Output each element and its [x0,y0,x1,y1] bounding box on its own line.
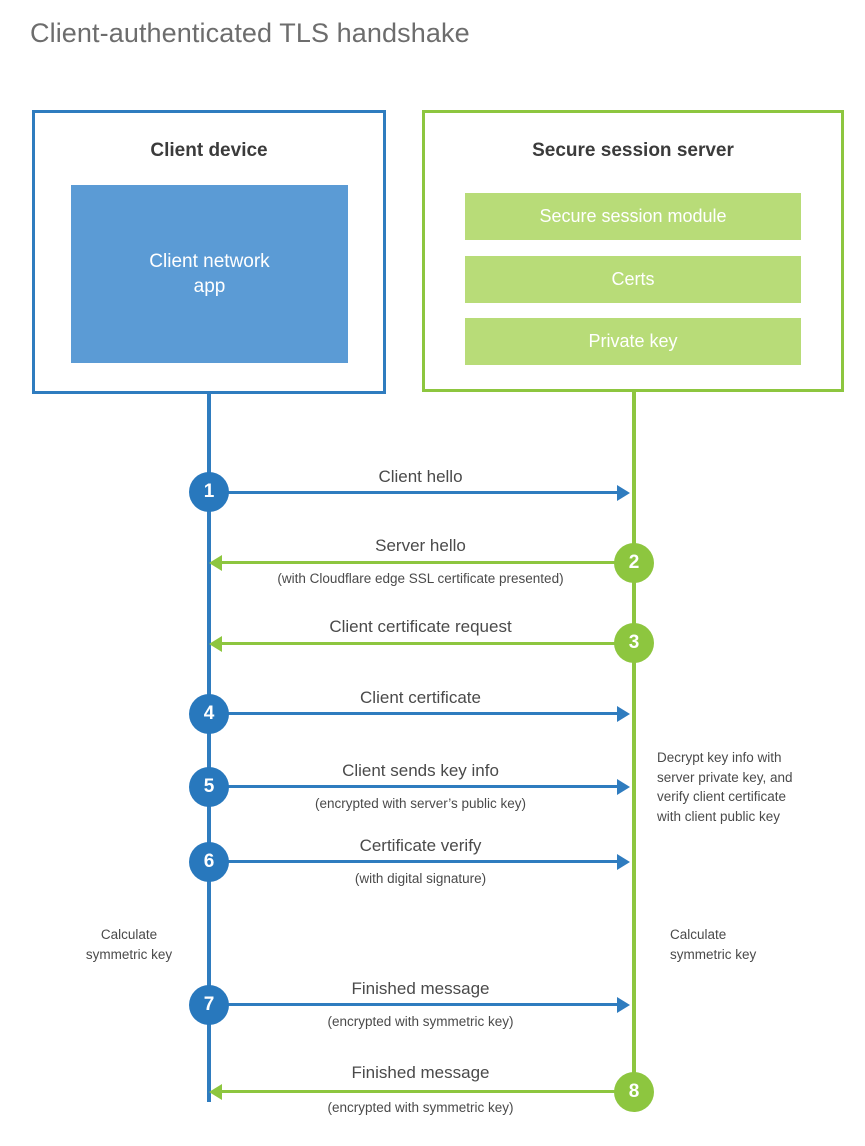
step-6-arrow-line [209,860,617,863]
step-4-arrow-line [209,712,617,715]
page-title: Client-authenticated TLS handshake [30,18,470,48]
step-3-label: Client certificate request [329,617,512,636]
server-component-certs: Certs [465,256,801,303]
step-2-number: 2 [628,552,640,573]
step-1-circle[interactable]: 1 [189,472,229,512]
step-1-number: 1 [203,481,215,502]
client-lifeline [207,392,211,1102]
server-lifeline [632,390,636,1090]
step-7-arrow-line [209,1003,617,1006]
step-6-sublabel: (with digital signature) [354,871,487,886]
step-1-arrow-head [617,484,630,501]
step-6-number: 6 [203,851,215,872]
step-4-label: Client certificate [360,688,481,707]
step-1-label: Client hello [378,467,463,486]
server-component-label: Private key [588,331,678,351]
step-3-arrow-line [222,642,634,645]
step-2-sublabel: (with Cloudflare edge SSL certificate pr… [277,571,564,586]
client-network-app-label: Client network app [149,250,270,297]
step-2-arrow-head [209,554,222,571]
server-component-label: Certs [611,269,655,289]
step-3-arrow-head [209,635,222,652]
step-5-arrow-line [209,785,617,788]
step-3-number: 3 [628,632,640,653]
secure-session-server-box: Secure session server Secure session mod… [422,110,844,392]
step-8-number: 8 [628,1081,640,1102]
server-component-private-key: Private key [465,318,801,365]
server-decrypt-note: Decrypt key info with server private key… [657,750,793,824]
step-8-arrow-line [222,1090,634,1093]
client-device-title: Client device [150,140,268,161]
step-6-circle[interactable]: 6 [189,842,229,882]
step-4-arrow-head [617,705,630,722]
step-5-circle[interactable]: 5 [189,767,229,807]
step-2-arrow-line [222,561,634,564]
server-component-label: Secure session module [539,206,727,226]
step-2-circle[interactable]: 2 [614,543,654,583]
step-8-arrow-head [209,1083,222,1100]
step-8-sublabel: (encrypted with symmetric key) [327,1100,514,1115]
step-7-label: Finished message [351,979,490,998]
server-component-secure-session-module: Secure session module [465,193,801,240]
step-8-circle[interactable]: 8 [614,1072,654,1112]
step-4-number: 4 [203,703,215,724]
client-calculate-symmetric-key-note: Calculate symmetric key [85,927,173,962]
step-6-label: Certificate verify [359,836,482,855]
step-5-sublabel: (encrypted with server’s public key) [314,796,527,811]
step-7-circle[interactable]: 7 [189,985,229,1025]
secure-session-server-title: Secure session server [532,140,734,161]
step-5-arrow-head [617,778,630,795]
client-device-box: Client device Client network app [32,110,386,394]
client-network-app-box: Client network app [71,185,348,363]
step-7-arrow-head [617,996,630,1013]
step-4-circle[interactable]: 4 [189,694,229,734]
step-7-sublabel: (encrypted with symmetric key) [327,1014,514,1029]
step-6-arrow-head [617,853,630,870]
step-2-label: Server hello [375,536,466,555]
step-7-number: 7 [203,994,215,1015]
step-5-number: 5 [203,776,215,797]
step-5-label: Client sends key info [342,761,499,780]
step-1-arrow-line [209,491,617,494]
step-8-label: Finished message [351,1063,490,1082]
step-3-circle[interactable]: 3 [614,623,654,663]
server-calculate-symmetric-key-note: Calculate symmetric key [670,927,757,962]
